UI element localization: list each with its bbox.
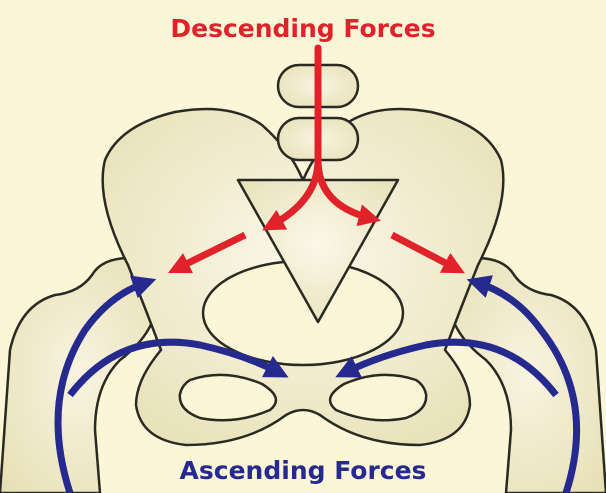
ascending-forces-label: Ascending Forces (0, 456, 606, 485)
descending-forces-label: Descending Forces (0, 14, 606, 43)
